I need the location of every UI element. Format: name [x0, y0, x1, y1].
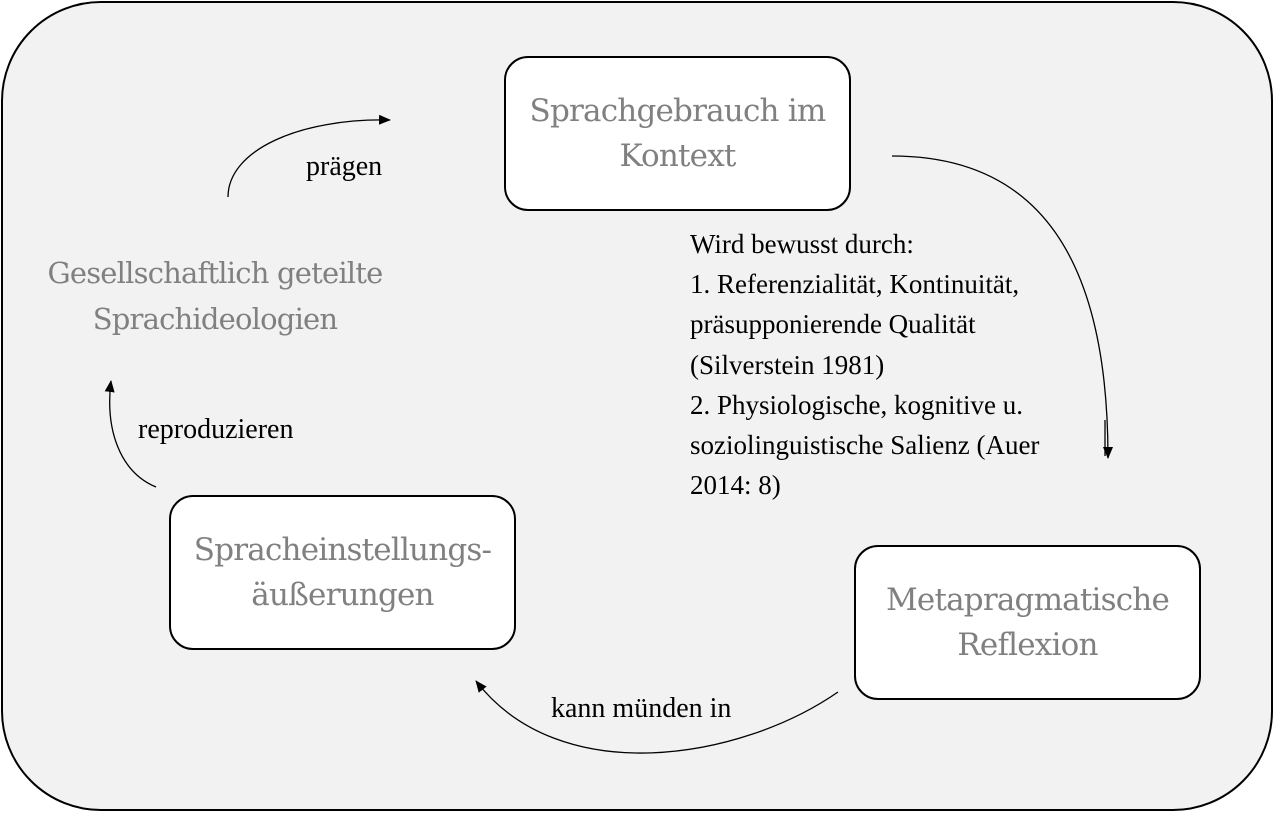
- edge-label-reproduzieren: reproduzieren: [138, 414, 294, 445]
- node-sprachgebrauch-box: Sprachgebrauch im Kontext: [504, 56, 851, 211]
- node-ideologien-label: Gesellschaftlich geteilte Sprachideologi…: [47, 256, 384, 336]
- note-line: 2. Physiologische, kognitive u.: [690, 389, 1023, 420]
- node-spracheinstellung-box: Spracheinstellungs- äußerungen: [169, 495, 516, 650]
- note-line: (Silverstein 1981): [690, 349, 885, 380]
- arrow-sprachgebrauch-to-metapragmatik: [891, 155, 1113, 459]
- note-line: 1. Referenzialität, Kontinuität,: [690, 269, 1020, 300]
- note-line: 2014: 8): [690, 470, 781, 501]
- node-metapragmatik-box: Metapragmatische Reflexion: [854, 545, 1201, 700]
- arrow-metapragmatik-to-spracheinstellung: [475, 680, 839, 754]
- note-line: Wird bewusst durch:: [690, 229, 914, 259]
- edge-label-praegen: prägen: [306, 151, 383, 182]
- node-metapragmatik-label: Metapragmatische Reflexion: [885, 581, 1170, 663]
- arrow-spracheinstellung-to-ideologien: [104, 380, 157, 488]
- note-line: präsupponierende Qualität: [690, 309, 976, 340]
- node-sprachgebrauch-label: Sprachgebrauch im Kontext: [529, 92, 827, 174]
- note-line: soziolinguistische Salienz (Auer: [690, 430, 1040, 461]
- edge-label-kann-muenden: kann münden in: [551, 693, 732, 724]
- node-spracheinstellung-label: Spracheinstellungs- äußerungen: [193, 531, 492, 613]
- salience-note: Wird bewusst durch: 1. Referenzialität, …: [690, 224, 1110, 505]
- arrow-ideologien-to-sprachgebrauch: [227, 114, 391, 198]
